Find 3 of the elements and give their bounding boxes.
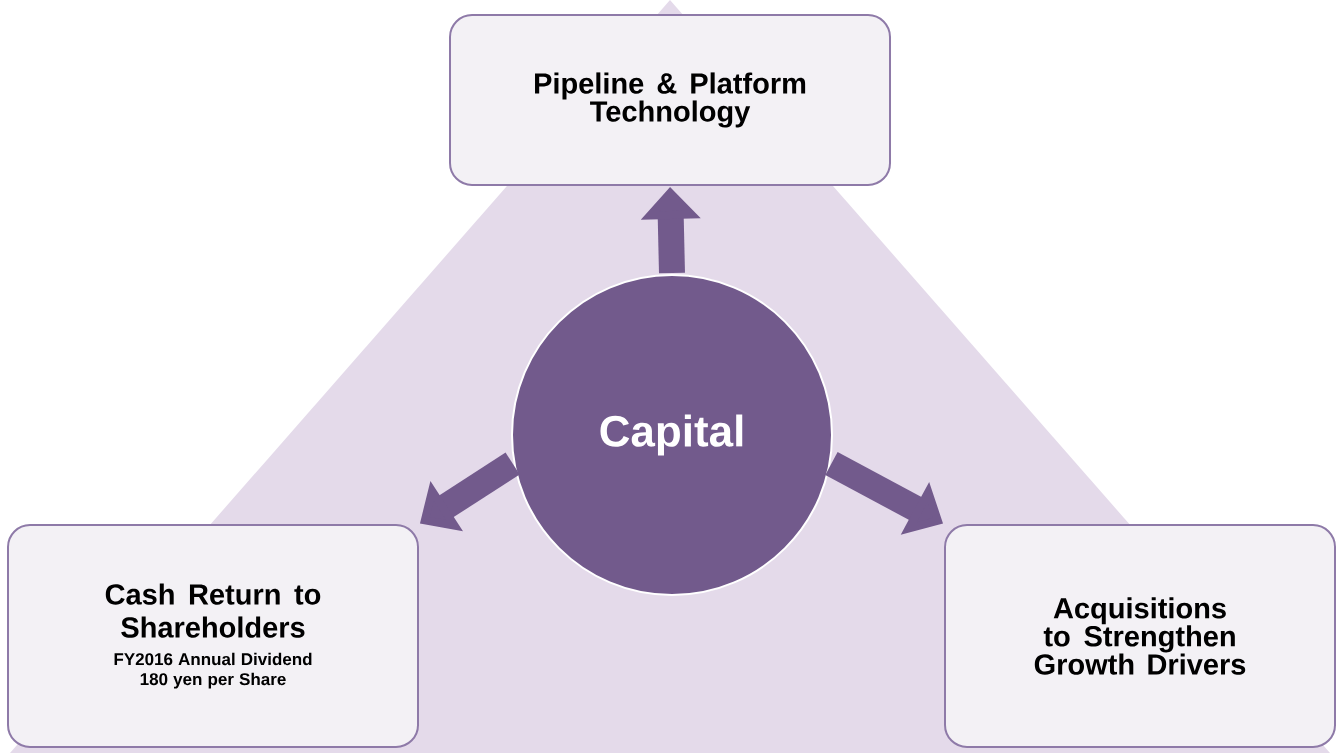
rounded-box: Acquisitions to Strengthen Growth Drivers (944, 524, 1336, 748)
rounded-box: Cash Return to Shareholders FY2016 Annual Dividend 180 yen per Share (7, 524, 419, 748)
rounded-box: Pipeline & Platform Technology (449, 14, 891, 186)
